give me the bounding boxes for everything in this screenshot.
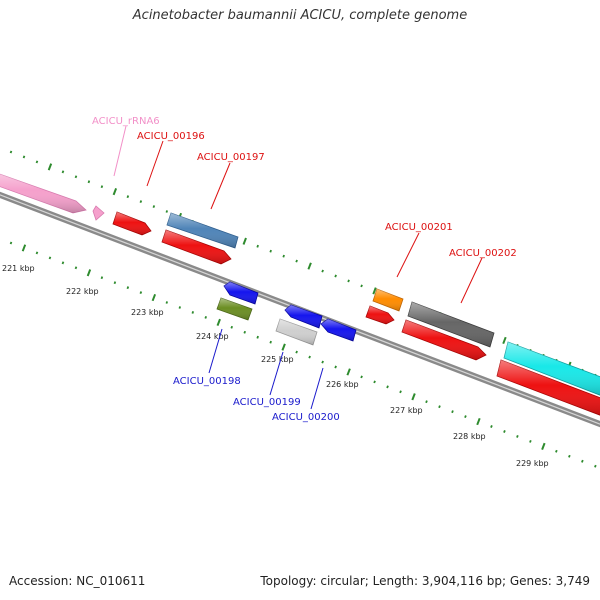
minor-tick xyxy=(568,454,571,458)
major-tick xyxy=(307,262,312,270)
major-tick xyxy=(47,163,53,171)
minor-tick xyxy=(308,355,311,359)
gene-label-00200[interactable]: ACICU_00200 xyxy=(272,412,340,423)
minor-tick xyxy=(113,281,117,285)
minor-tick xyxy=(191,311,195,314)
minor-tick xyxy=(464,415,467,419)
kbp-label: 229 kbp xyxy=(516,459,549,468)
minor-tick xyxy=(490,425,493,428)
minor-tick xyxy=(373,380,376,384)
minor-tick xyxy=(178,306,182,309)
minor-tick xyxy=(360,284,363,288)
major-tick xyxy=(216,318,221,326)
major-tick xyxy=(86,269,92,277)
minor-tick xyxy=(35,251,39,255)
kbp-label: 226 kbp xyxy=(326,380,359,389)
gene-label-rrna6[interactable]: ACICU_rRNA6 xyxy=(92,116,160,127)
minor-tick xyxy=(321,360,324,364)
minor-tick xyxy=(152,205,156,209)
kbp-label: 228 kbp xyxy=(453,432,486,441)
gene-label-00196[interactable]: ACICU_00196 xyxy=(137,131,205,142)
leader-line-group xyxy=(113,125,483,410)
major-tick xyxy=(476,417,481,426)
minor-tick xyxy=(529,439,532,443)
minor-tick xyxy=(139,200,143,204)
minor-tick xyxy=(48,256,52,260)
minor-tick xyxy=(321,269,324,273)
major-tick xyxy=(21,244,27,252)
minor-tick xyxy=(74,266,78,270)
minor-tick xyxy=(269,249,272,253)
gene-label-00198[interactable]: ACICU_00198 xyxy=(173,376,241,387)
minor-tick xyxy=(347,279,350,283)
minor-tick xyxy=(503,430,506,433)
gene-label-00202[interactable]: ACICU_00202 xyxy=(449,248,517,259)
kbp-label: 221 kbp xyxy=(2,264,35,273)
minor-tick xyxy=(282,254,285,258)
minor-tick xyxy=(451,410,454,414)
minor-tick xyxy=(87,180,91,184)
minor-tick xyxy=(126,286,130,290)
major-tick xyxy=(541,442,546,450)
feature-group xyxy=(0,173,600,416)
rrna6-feature[interactable] xyxy=(92,205,105,221)
minor-tick xyxy=(516,435,519,438)
kbp-label: 227 kbp xyxy=(390,406,423,415)
minor-tick xyxy=(35,160,39,164)
major-tick xyxy=(242,237,247,245)
minor-tick xyxy=(334,365,337,369)
minor-tick xyxy=(425,400,428,404)
minor-tick xyxy=(126,195,130,199)
gene-label-00199[interactable]: ACICU_00199 xyxy=(233,397,301,408)
minor-tick xyxy=(256,335,259,339)
minor-tick xyxy=(139,291,143,295)
minor-tick xyxy=(334,274,337,278)
minor-tick xyxy=(555,449,558,453)
kbp-label: 224 kbp xyxy=(196,332,229,341)
minor-tick xyxy=(269,340,272,344)
lower-tick-track xyxy=(9,241,597,468)
minor-tick xyxy=(594,464,597,468)
minor-tick xyxy=(360,375,363,379)
gene-label-group: ACICU_rRNA6 ACICU_00196 ACICU_00197 ACIC… xyxy=(92,116,517,423)
major-tick xyxy=(502,336,507,345)
major-tick xyxy=(411,393,416,401)
minor-tick xyxy=(581,459,584,463)
kbp-label: 222 kbp xyxy=(66,287,99,296)
minor-tick xyxy=(165,210,169,213)
gene-label-00201[interactable]: ACICU_00201 xyxy=(385,222,453,233)
kbp-label: 223 kbp xyxy=(131,308,164,317)
topology-text: Topology: circular; Length: 3,904,116 bp… xyxy=(260,574,590,588)
minor-tick xyxy=(243,330,247,334)
major-tick xyxy=(346,368,351,376)
minor-tick xyxy=(204,315,208,319)
major-tick xyxy=(372,287,377,295)
minor-tick xyxy=(399,390,402,394)
minor-tick xyxy=(165,301,169,304)
kbp-label-group: 221 kbp 222 kbp 223 kbp 224 kbp 225 kbp … xyxy=(2,264,549,468)
minor-tick xyxy=(295,259,298,263)
minor-tick xyxy=(9,150,13,154)
minor-tick xyxy=(61,261,65,265)
kbp-label: 225 kbp xyxy=(261,355,294,364)
major-tick xyxy=(281,343,286,351)
minor-tick xyxy=(22,155,26,159)
minor-tick xyxy=(438,405,441,409)
minor-tick xyxy=(386,385,389,389)
minor-tick xyxy=(61,170,65,174)
minor-tick xyxy=(74,175,78,179)
minor-tick xyxy=(100,276,104,280)
major-tick xyxy=(112,188,118,196)
minor-tick xyxy=(9,241,13,245)
gene-label-00197[interactable]: ACICU_00197 xyxy=(197,152,265,163)
minor-tick xyxy=(256,244,259,248)
minor-tick xyxy=(100,185,104,189)
minor-tick xyxy=(295,350,298,354)
accession-text: Accession: NC_010611 xyxy=(9,574,146,588)
map-title: Acinetobacter baumannii ACICU, complete … xyxy=(132,8,468,23)
major-tick xyxy=(151,293,157,302)
minor-tick xyxy=(230,325,234,329)
